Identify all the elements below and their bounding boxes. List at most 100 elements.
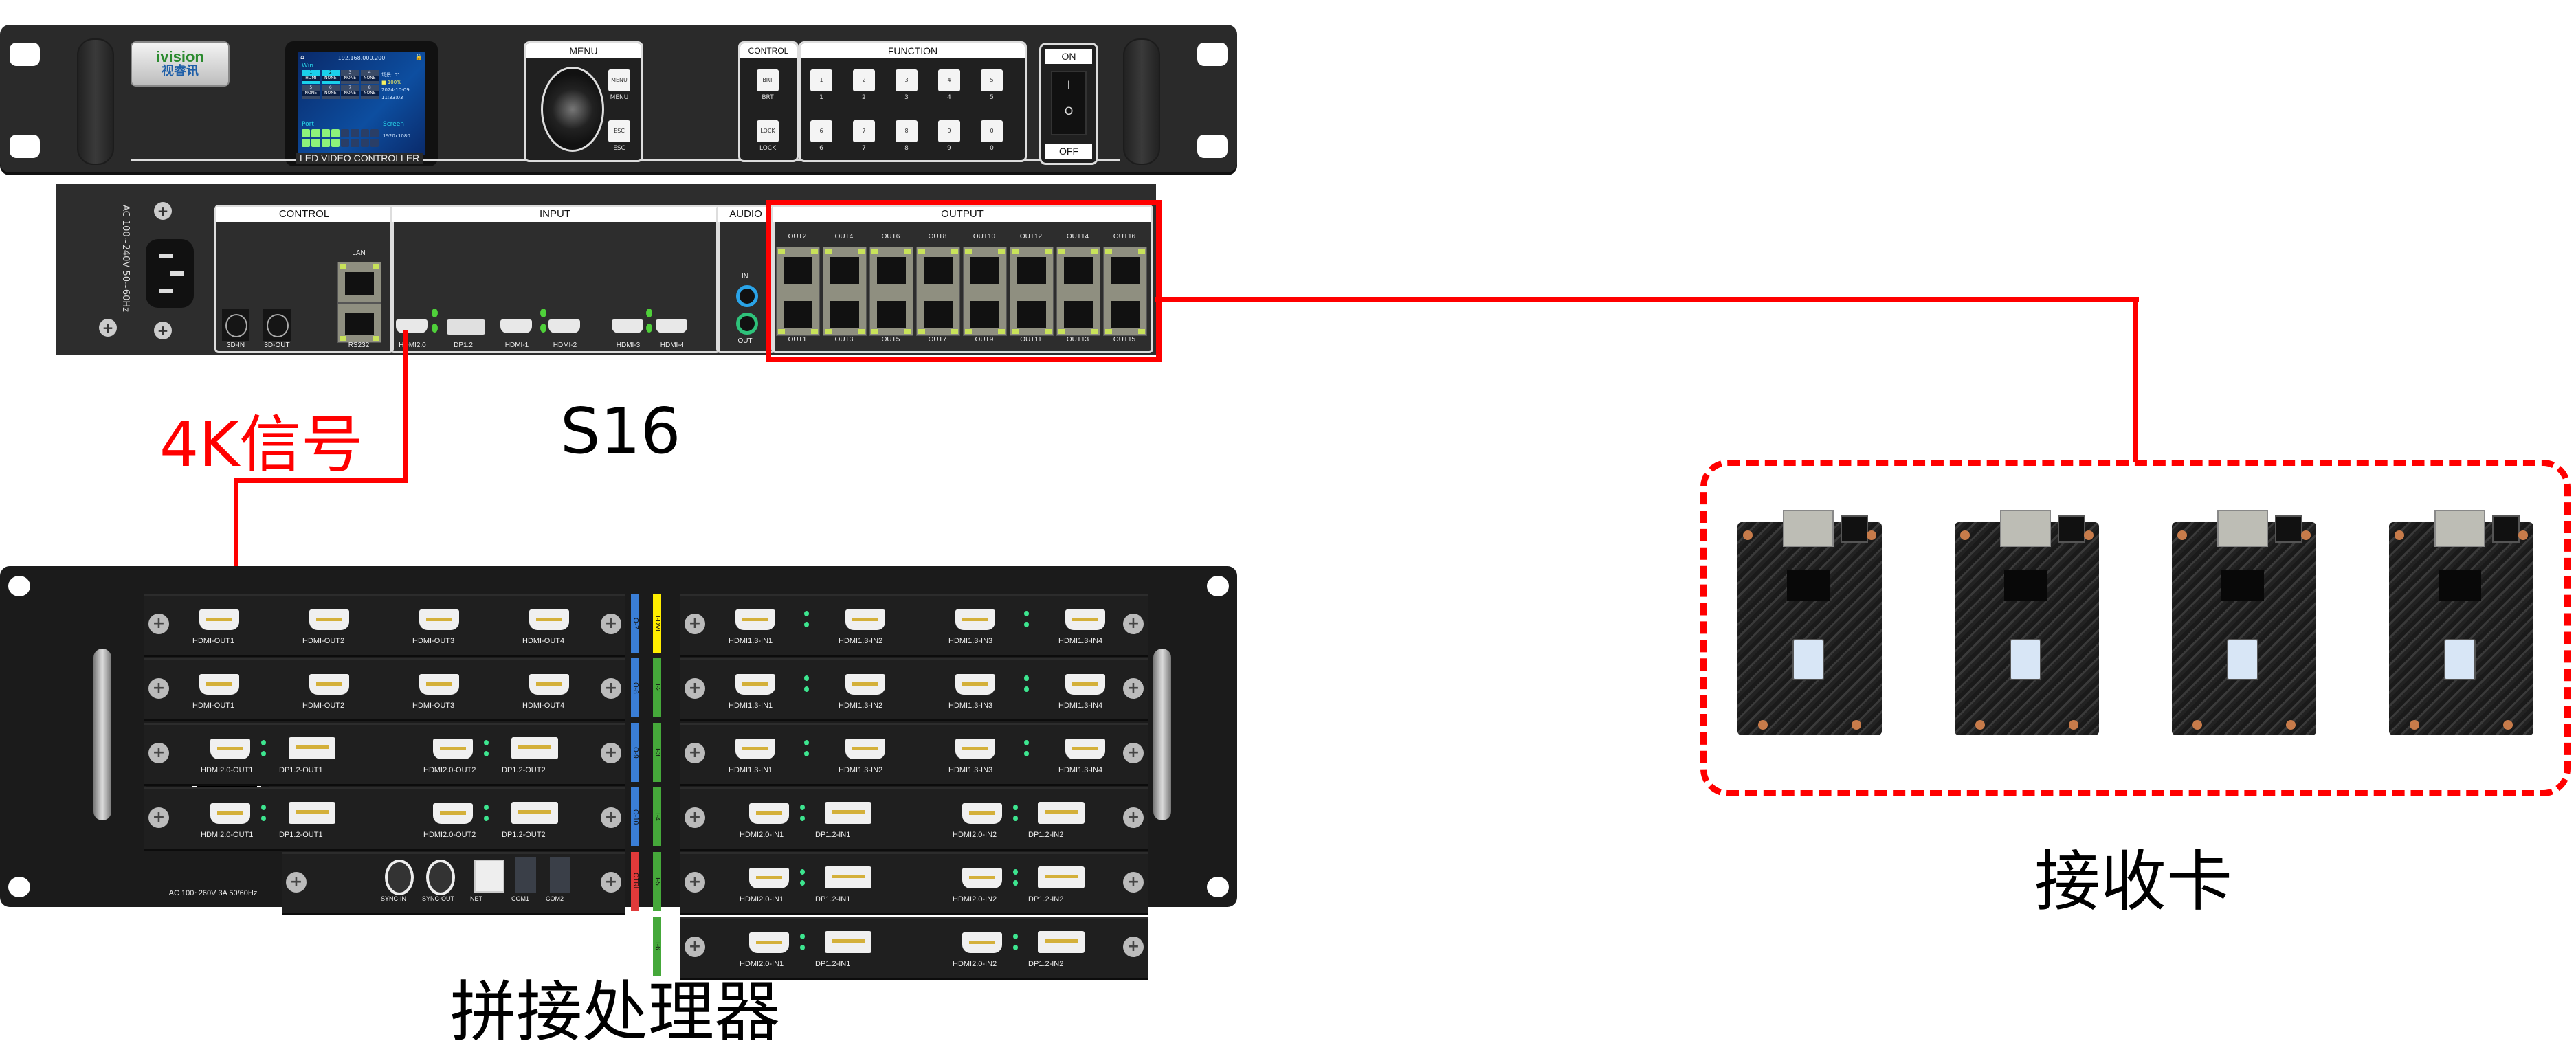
dp-port[interactable] bbox=[289, 802, 335, 824]
function-key-3[interactable]: 3 bbox=[896, 69, 918, 91]
hdmi-input-port[interactable] bbox=[396, 319, 428, 333]
output-rj45-port[interactable] bbox=[963, 291, 1007, 336]
hdmi-port[interactable] bbox=[845, 609, 885, 630]
function-key-0[interactable]: 0 bbox=[981, 120, 1003, 142]
hdmi-port[interactable] bbox=[309, 674, 349, 695]
output-rj45-port[interactable] bbox=[823, 291, 867, 336]
hdmi-port[interactable] bbox=[199, 674, 239, 695]
function-key-8[interactable]: 8 bbox=[896, 120, 918, 142]
brt-key[interactable]: BRT bbox=[757, 69, 779, 91]
ctrl-port-sync-out[interactable] bbox=[426, 860, 455, 895]
audio-in-jack[interactable] bbox=[736, 285, 758, 307]
dp-port[interactable] bbox=[1038, 866, 1085, 888]
ctrl-port-com2[interactable] bbox=[550, 857, 570, 893]
hdmi-port[interactable] bbox=[749, 932, 789, 953]
lan-port[interactable] bbox=[337, 262, 381, 303]
hdmi-port[interactable] bbox=[419, 674, 459, 695]
lock-key[interactable]: LOCK bbox=[757, 120, 779, 142]
dp-input-port[interactable] bbox=[447, 319, 485, 335]
output-rj45-port[interactable] bbox=[963, 247, 1007, 292]
dp-port[interactable] bbox=[825, 931, 871, 953]
output-port-label: OUT15 bbox=[1113, 336, 1136, 344]
hdmi-port[interactable] bbox=[1065, 674, 1105, 695]
hdmi-port[interactable] bbox=[210, 803, 250, 824]
hdmi-port[interactable] bbox=[749, 868, 789, 888]
dp-port[interactable] bbox=[825, 802, 871, 824]
power-rocker-switch[interactable]: I O bbox=[1051, 71, 1087, 135]
output-rj45-port[interactable] bbox=[869, 247, 913, 292]
output-port-label: OUT7 bbox=[928, 336, 947, 344]
menu-key[interactable]: MENU bbox=[608, 69, 630, 91]
hdmi-port[interactable] bbox=[749, 803, 789, 824]
audio-out-jack[interactable] bbox=[736, 313, 758, 335]
hdmi-input-port[interactable] bbox=[656, 319, 687, 333]
output-rj45-port[interactable] bbox=[1056, 291, 1100, 336]
ethernet-port[interactable] bbox=[2434, 510, 2485, 547]
hdmi-port[interactable] bbox=[433, 739, 473, 759]
output-rj45-port[interactable] bbox=[1056, 247, 1100, 292]
function-key-9[interactable]: 9 bbox=[938, 120, 960, 142]
ctrl-port-com1[interactable] bbox=[515, 857, 536, 893]
ethernet-port[interactable] bbox=[1783, 510, 1834, 547]
output-rj45-port[interactable] bbox=[1010, 291, 1054, 336]
3d-in-port[interactable] bbox=[222, 309, 249, 341]
output-rj45-port[interactable] bbox=[776, 291, 820, 336]
ethernet-port[interactable] bbox=[2000, 510, 2051, 547]
function-key-7[interactable]: 7 bbox=[853, 120, 875, 142]
hdmi-input-port[interactable] bbox=[500, 319, 532, 333]
hdmi-port[interactable] bbox=[1065, 739, 1105, 759]
output-rj45-port[interactable] bbox=[1010, 247, 1054, 292]
hdmi-port[interactable] bbox=[955, 609, 995, 630]
function-key-4[interactable]: 4 bbox=[938, 69, 960, 91]
ethernet-port[interactable] bbox=[2217, 510, 2268, 547]
hdmi-port[interactable] bbox=[955, 674, 995, 695]
hdmi-port[interactable] bbox=[419, 609, 459, 630]
hdmi-port[interactable] bbox=[735, 739, 775, 759]
rack-ear-hole bbox=[1197, 135, 1228, 158]
hdmi-port[interactable] bbox=[433, 803, 473, 824]
hdmi-port[interactable] bbox=[309, 609, 349, 630]
hdmi-port[interactable] bbox=[962, 932, 1002, 953]
rotary-knob[interactable] bbox=[541, 67, 604, 152]
output-rj45-port[interactable] bbox=[823, 247, 867, 292]
hdmi-port[interactable] bbox=[735, 674, 775, 695]
ctrl-port-net[interactable] bbox=[474, 860, 504, 893]
dp-port[interactable] bbox=[511, 737, 558, 759]
ac-power-inlet[interactable] bbox=[146, 239, 194, 308]
hdmi-input-port[interactable] bbox=[612, 319, 643, 333]
hdmi-port[interactable] bbox=[529, 674, 569, 695]
dp-port[interactable] bbox=[1038, 802, 1085, 824]
ctrl-port-sync-in[interactable] bbox=[385, 860, 414, 895]
hdmi-port[interactable] bbox=[962, 803, 1002, 824]
rs232-port[interactable] bbox=[337, 303, 381, 343]
output-rj45-port[interactable] bbox=[869, 291, 913, 336]
function-key-2[interactable]: 2 bbox=[853, 69, 875, 91]
hdmi-port[interactable] bbox=[1065, 609, 1105, 630]
hdmi-port[interactable] bbox=[210, 739, 250, 759]
dp-port[interactable] bbox=[825, 866, 871, 888]
lcd-port-indicator bbox=[331, 139, 340, 147]
esc-key[interactable]: ESC bbox=[608, 120, 630, 142]
port-label: DP1.2-IN2 bbox=[1028, 960, 1064, 968]
function-key-1[interactable]: 1 bbox=[810, 69, 832, 91]
hdmi-port[interactable] bbox=[529, 609, 569, 630]
dp-port[interactable] bbox=[289, 737, 335, 759]
output-rj45-port[interactable] bbox=[916, 247, 960, 292]
output-rj45-port[interactable] bbox=[776, 247, 820, 292]
hdmi-port[interactable] bbox=[735, 609, 775, 630]
hdmi-port[interactable] bbox=[955, 739, 995, 759]
dp-port[interactable] bbox=[1038, 931, 1085, 953]
hdmi-port[interactable] bbox=[199, 609, 239, 630]
hdmi-port[interactable] bbox=[962, 868, 1002, 888]
function-key-6[interactable]: 6 bbox=[810, 120, 832, 142]
output-rj45-port[interactable] bbox=[1103, 291, 1147, 336]
output-rj45-port[interactable] bbox=[1103, 247, 1147, 292]
function-key-5[interactable]: 5 bbox=[981, 69, 1003, 91]
hdmi-port[interactable] bbox=[845, 674, 885, 695]
dp-port[interactable] bbox=[511, 802, 558, 824]
3d-out-port[interactable] bbox=[263, 309, 291, 341]
hdmi-input-port[interactable] bbox=[548, 319, 580, 333]
output-rj45-port[interactable] bbox=[916, 291, 960, 336]
hdmi-port[interactable] bbox=[845, 739, 885, 759]
